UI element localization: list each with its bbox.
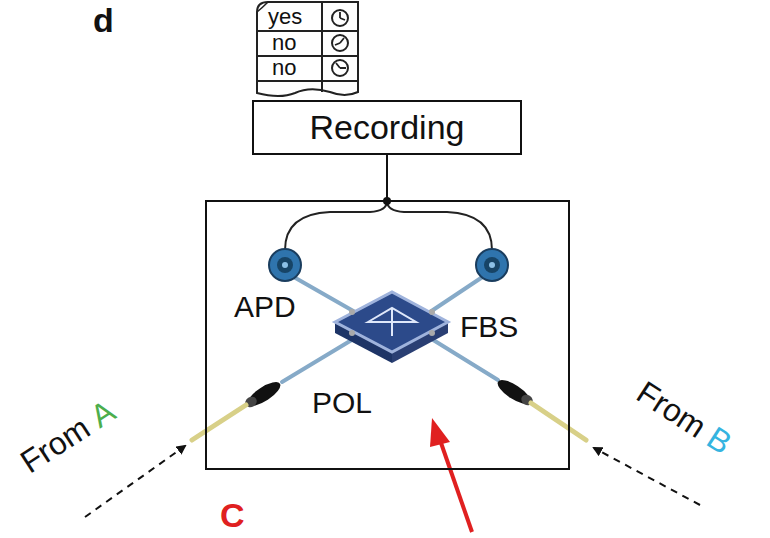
source-label-group: FromA [14, 394, 121, 481]
panel-letter: d [93, 2, 114, 39]
fiber-beam-splitter [335, 292, 448, 363]
input-fiber [192, 403, 586, 440]
signal-brace [285, 201, 492, 250]
red-pointer-arrow [430, 418, 472, 532]
signal-wire [386, 155, 388, 200]
station-letter: C [220, 497, 245, 534]
table-cell: no [272, 56, 296, 80]
table-cell: no [272, 31, 296, 55]
table-cell: yes [268, 5, 302, 29]
source-label: From [631, 374, 713, 445]
source-label-group: FromB [630, 375, 737, 462]
pol-label: POL [312, 386, 372, 421]
paper-strip [257, 2, 358, 96]
source-letter: B [701, 420, 739, 462]
apd-label: APD [234, 290, 296, 325]
box-label: Recording [310, 108, 465, 147]
photon-arrow [85, 446, 700, 517]
fbs-label: FBS [460, 310, 518, 345]
fiber-connector [243, 376, 535, 410]
detection-box: APD FBS POL [205, 200, 570, 470]
apd-detector [269, 249, 508, 281]
source-label: From [14, 409, 96, 480]
recording-box: Recording [252, 100, 522, 155]
